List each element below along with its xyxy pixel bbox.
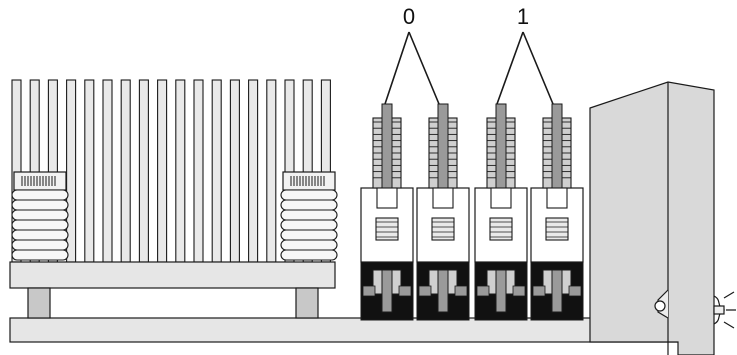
module-chip xyxy=(431,217,455,241)
connector-module-1 xyxy=(416,103,470,321)
module-stem xyxy=(381,103,393,189)
spring-coil xyxy=(11,209,69,221)
spring-coil xyxy=(280,209,338,221)
spring-coil xyxy=(11,189,69,201)
module-chip xyxy=(375,217,399,241)
module-stem xyxy=(437,103,449,189)
heat-sink-fin xyxy=(138,79,149,263)
spring-coil xyxy=(11,239,69,251)
group-1-callout: 1 xyxy=(496,4,554,105)
connector-modules xyxy=(360,103,584,321)
heat-sink-fin xyxy=(211,79,222,263)
connector-module-0 xyxy=(360,103,414,321)
group-1-label: 1 xyxy=(517,4,529,29)
heat-sink-standoff-left xyxy=(27,287,51,319)
heat-sink-base xyxy=(9,261,336,289)
heat-sink-fin xyxy=(157,79,168,263)
connector-module-3 xyxy=(530,103,584,321)
heat-sink-fin xyxy=(248,79,259,263)
group-0-leader-right xyxy=(408,31,440,105)
heat-sink-fin xyxy=(229,79,240,263)
chassis-panel xyxy=(589,81,736,355)
spring-coil xyxy=(280,249,338,261)
heat-sink-fin xyxy=(120,79,131,263)
spring-coil xyxy=(280,199,338,211)
heat-sink-fin xyxy=(102,79,113,263)
spring-coil xyxy=(280,229,338,241)
group-1-leader-right xyxy=(522,31,554,105)
spring-coil xyxy=(280,219,338,231)
module-stem xyxy=(551,103,563,189)
spring-screw-right xyxy=(280,171,338,261)
spring-coil xyxy=(280,189,338,201)
group-1-leader-left xyxy=(496,31,524,105)
spring-coil xyxy=(280,239,338,251)
spring-screw-left xyxy=(11,171,69,261)
module-chip xyxy=(489,217,513,241)
connector-module-2 xyxy=(474,103,528,321)
heat-sink-fin xyxy=(193,79,204,263)
heat-sink-fins xyxy=(11,79,331,263)
module-chip xyxy=(545,217,569,241)
panel-latch xyxy=(654,300,666,312)
heat-sink-fin xyxy=(175,79,186,263)
heat-sink-fin xyxy=(84,79,95,263)
group-0-callout: 0 xyxy=(384,4,440,105)
spring-coil xyxy=(11,219,69,231)
group-0-leader-left xyxy=(384,31,410,105)
group-0-label: 0 xyxy=(403,4,415,29)
base-rail xyxy=(9,317,679,343)
heat-sink-fin xyxy=(266,79,277,263)
module-stem xyxy=(495,103,507,189)
spring-coil xyxy=(11,199,69,211)
spring-coil xyxy=(11,249,69,261)
spring-coil xyxy=(11,229,69,241)
heat-sink xyxy=(9,79,336,319)
heat-sink-standoff-right xyxy=(295,287,319,319)
